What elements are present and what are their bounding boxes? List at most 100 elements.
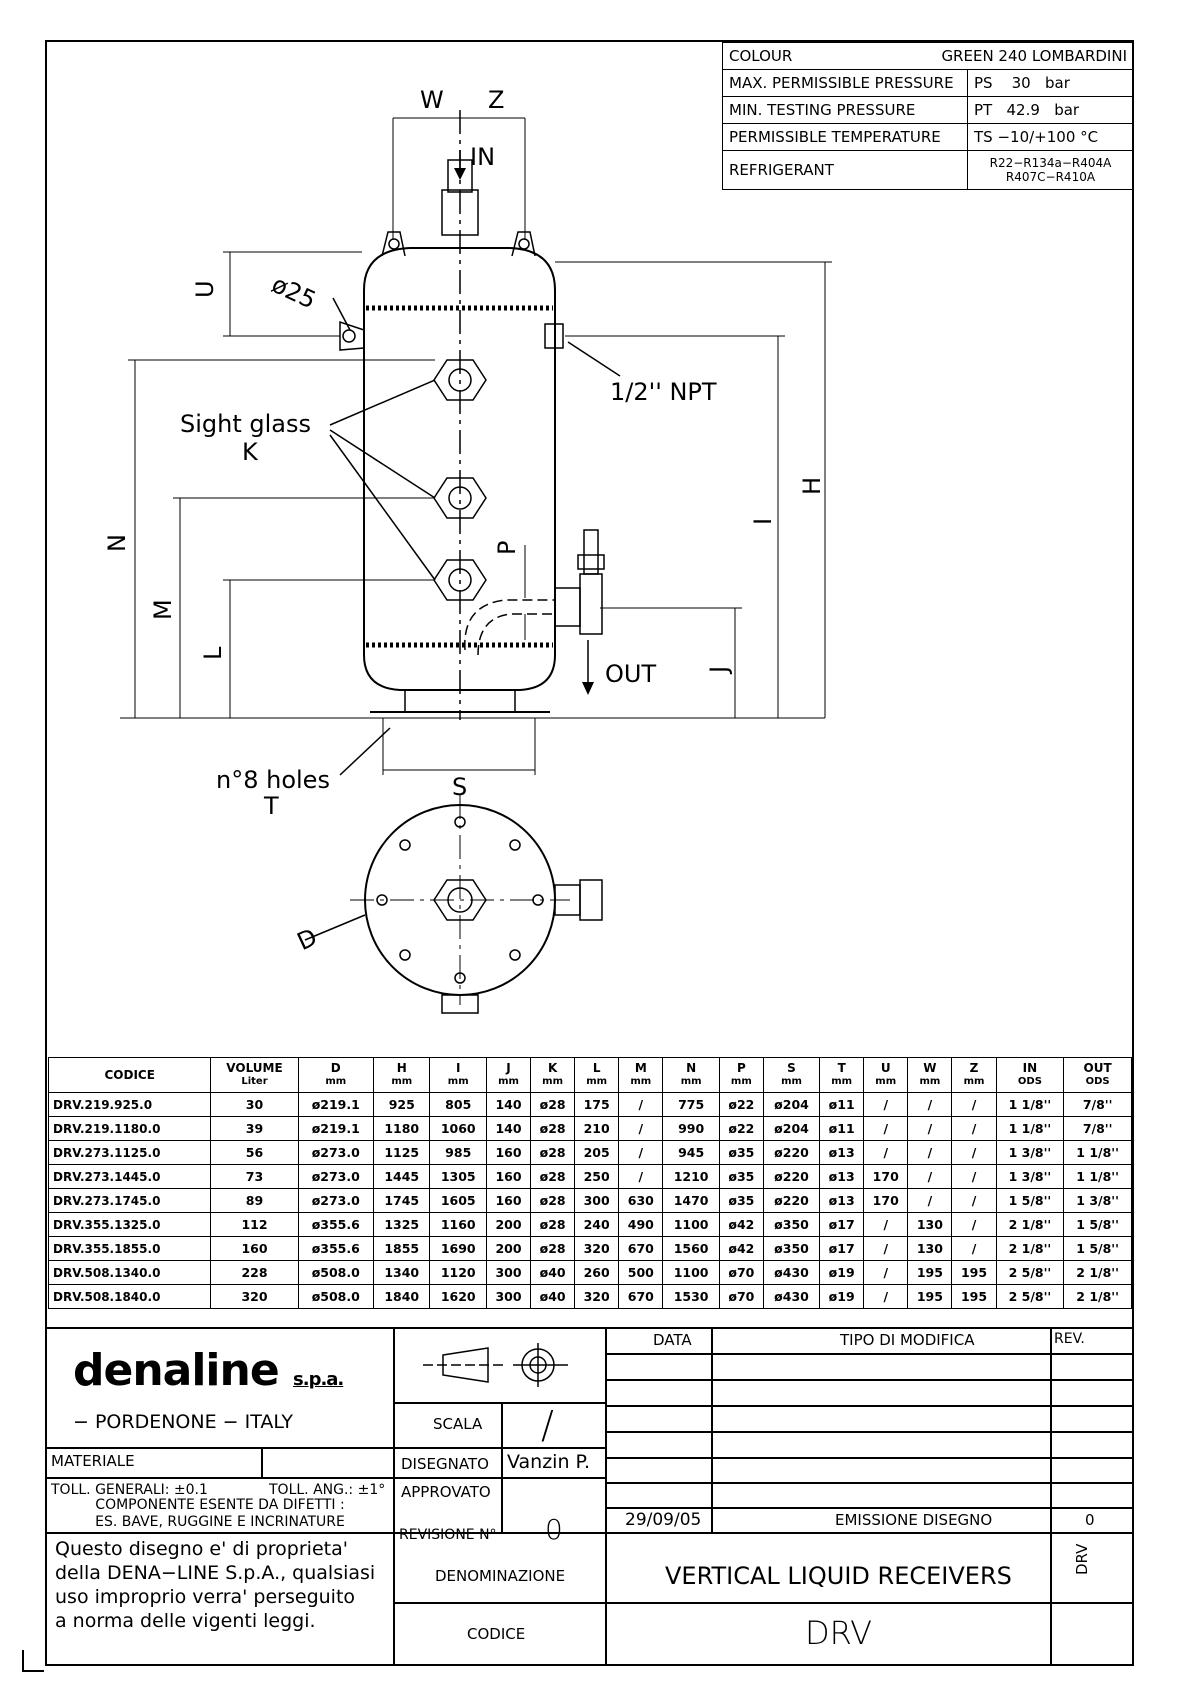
company-suffix: s.p.a. [293,1369,344,1390]
company-logo: denaline s.p.a. [73,1345,344,1396]
table-cell: 140 [485,1092,532,1117]
dim-label-u: U [191,280,219,298]
table-cell: ø17 [819,1236,865,1261]
table-cell: 1745 [372,1188,431,1213]
property-label: MIN. TESTING PRESSURE [722,96,968,124]
property-value: GREEN 240 LOMBARDINI [941,47,1127,65]
table-cell: ø22 [718,1092,764,1117]
scala-label: SCALA [433,1415,483,1433]
table-cell: DRV.273.1445.0 [47,1164,212,1189]
table-cell: ø28 [530,1188,576,1213]
table-cell: ø28 [530,1212,576,1237]
table-cell: 160 [210,1236,299,1261]
corner-mark [22,1670,44,1672]
table-cell: / [863,1092,909,1117]
lug-left [381,231,406,257]
table-cell: 300 [574,1188,620,1213]
column-header-unit: mm [586,1076,608,1087]
corner-mark [22,1650,24,1672]
table-cell: ø350 [762,1236,821,1261]
table-cell: ø40 [530,1260,576,1285]
table-cell: 1605 [429,1188,487,1213]
table-cell: 39 [210,1116,299,1141]
toll-gen-label: TOLL. GENERALI: ±0.1 [51,1482,208,1498]
table-cell: 670 [618,1236,664,1261]
table-cell: ø28 [530,1164,576,1189]
table-cell: 320 [574,1236,620,1261]
data-header: DATA [653,1331,692,1349]
column-header-name: M [634,1061,647,1075]
table-cell: 2 5/8'' [995,1260,1065,1285]
table-cell: DRV.219.1180.0 [47,1116,212,1141]
table-cell: ø11 [819,1116,865,1141]
table-cell: 490 [618,1212,664,1237]
table-cell: DRV.219.925.0 [47,1092,212,1117]
dim-label-z: Z [488,86,504,114]
table-cell: 1120 [429,1260,487,1285]
column-header-name: K [547,1061,558,1075]
defect-note: COMPONENTE ESENTE DA DIFETTI : ES. BAVE,… [65,1497,375,1531]
table-cell: 1620 [429,1284,487,1309]
outlet-dip-tube [464,599,555,651]
table-cell: DRV.355.1855.0 [47,1236,212,1261]
side-code: DRV [1073,1543,1091,1575]
table-cell: ø42 [718,1236,764,1261]
table-cell: 1 1/8'' [995,1092,1065,1117]
table-cell: DRV.355.1325.0 [47,1212,212,1237]
property-label: MAX. PERMISSIBLE PRESSURE [722,69,968,97]
table-cell: / [951,1140,997,1165]
table-cell: 1840 [372,1284,431,1309]
column-header-name: L [592,1061,601,1075]
sight-glass-k-label: K [242,438,259,466]
table-cell: 1 3/8'' [995,1164,1065,1189]
property-label: PERMISSIBLE TEMPERATURE [722,123,968,151]
rev-header: REV. [1054,1331,1085,1347]
table-cell: 170 [863,1164,909,1189]
table-cell: ø220 [762,1140,821,1165]
table-cell: 1855 [372,1236,431,1261]
npt-label: 1/2'' NPT [610,378,717,406]
table-cell: 1100 [662,1260,720,1285]
top-view [304,795,603,1014]
column-header-unit: ODS [1017,1076,1042,1087]
outlet-label: OUT [605,660,656,688]
column-header-name: Z [969,1061,979,1075]
column-header-name: H [396,1061,407,1075]
property-label: REFRIGERANT [722,150,968,190]
leader-arrows [329,150,621,776]
table-cell: ø13 [819,1188,865,1213]
projection-symbol-icon [423,1343,568,1387]
table-cell: 160 [485,1164,532,1189]
property-row: MAX. PERMISSIBLE PRESSURE PS 30 bar [722,69,1134,97]
column-header-name: I [455,1061,461,1075]
table-cell: 1060 [429,1116,487,1141]
receiver-drawing: W Z IN U ø25 1/2'' NPT Sight glass K N M… [103,86,832,1014]
valve-nut [577,554,605,570]
table-cell: 1 1/8'' [1063,1140,1132,1165]
table-cell: 130 [907,1212,953,1237]
dim-label-n: N [103,534,131,552]
table-cell: 130 [907,1236,953,1261]
column-header-unit: mm [919,1076,941,1087]
table-cell: / [951,1116,997,1141]
table-cell: ø13 [819,1140,865,1165]
column-header-name: VOLUME [226,1061,283,1075]
table-cell: 170 [863,1188,909,1213]
property-value: R22−R134a−R404A R407C−R410A [967,150,1134,190]
column-header-name: P [736,1061,746,1075]
property-label: COLOUR [729,47,793,65]
table-cell: 1 1/8'' [1063,1164,1132,1189]
table-cell: 112 [210,1212,299,1237]
table-cell: 140 [485,1116,532,1141]
table-cell: ø13 [819,1164,865,1189]
title-block: denaline s.p.a. − PORDENONE − ITALY MATE… [45,1327,1134,1666]
